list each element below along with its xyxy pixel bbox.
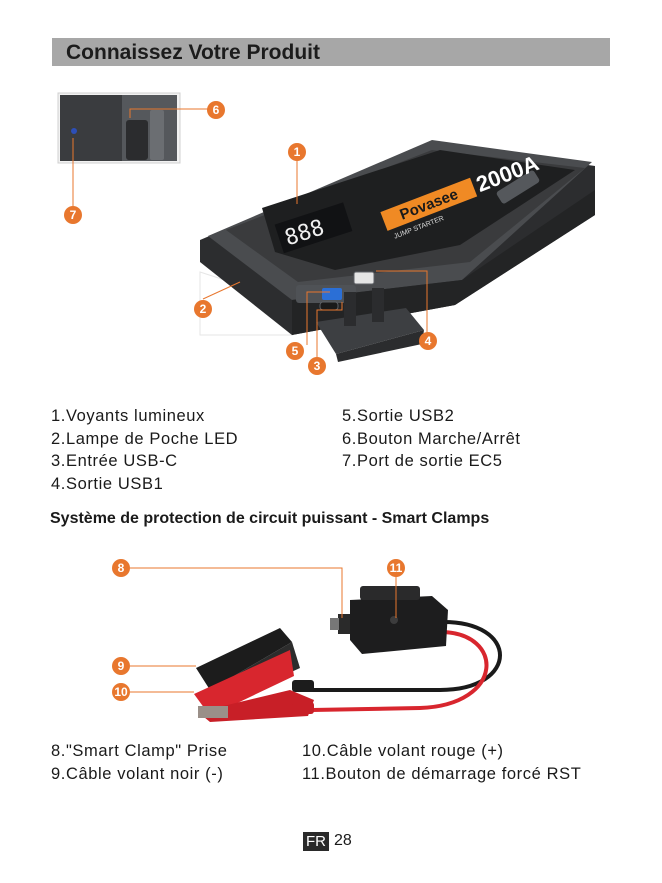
feature-list-right: 5.Sortie USB2 6.Bouton Marche/Arrêt 7.Po… [342, 405, 521, 473]
led-display-icon: 888 [274, 202, 353, 254]
callout-11: 11 [387, 559, 405, 577]
feature-list-left: 1.Voyants lumineux 2.Lampe de Poche LED … [51, 405, 238, 495]
clamps-list-right: 10.Câble volant rouge (+) 11.Bouton de d… [302, 740, 581, 785]
clamps-heading: Système de protection de circuit puissan… [50, 510, 490, 527]
clamp-item: 10.Câble volant rouge (+) [302, 742, 504, 760]
callout-1: 1 [288, 143, 306, 161]
feature-item: 5.Sortie USB2 [342, 407, 455, 425]
callout-4: 4 [419, 332, 437, 350]
usb-c-port-icon [319, 301, 339, 311]
clamp-item: 8."Smart Clamp" Prise [51, 742, 228, 760]
clamp-item: 11.Bouton de démarrage forcé RST [302, 764, 582, 783]
callout-8: 8 [112, 559, 130, 577]
smart-clamp-module [330, 586, 448, 654]
page-number: 28 [334, 832, 352, 849]
smart-clamps-illustration [130, 567, 502, 722]
callout-2: 2 [194, 300, 212, 318]
inset-port-closeup [57, 92, 181, 164]
callout-10: 10 [112, 683, 130, 701]
section-title: Connaissez Votre Produit [66, 41, 320, 64]
callout-7: 7 [64, 206, 82, 224]
callout-3: 3 [308, 357, 326, 375]
clamp-item: 9.Câble volant noir (-) [51, 764, 224, 783]
feature-item: 3.Entrée USB-C [51, 452, 178, 470]
usb-port-icon [322, 288, 342, 300]
feature-item: 4.Sortie USB1 [51, 474, 164, 493]
port-cover-flap [316, 288, 424, 362]
callout-6: 6 [207, 101, 225, 119]
feature-item: 6.Bouton Marche/Arrêt [342, 429, 521, 448]
callout-9: 9 [112, 657, 130, 675]
section-title-bar: Connaissez Votre Produit [52, 38, 610, 66]
leader-lines [130, 567, 397, 693]
language-badge: FR [303, 831, 329, 851]
clamps-list-left: 8."Smart Clamp" Prise 9.Câble volant noi… [51, 740, 228, 785]
leader-lines [72, 108, 428, 357]
page-footer: FR 28 [303, 831, 352, 851]
jump-starter-illustration: Povasee 2000A JUMP STARTER 888 [57, 92, 595, 362]
feature-item: 1.Voyants lumineux [51, 407, 205, 425]
feature-item: 7.Port de sortie EC5 [342, 452, 503, 470]
red-clamp [194, 650, 314, 722]
callout-5: 5 [286, 342, 304, 360]
usb1-port-icon [353, 271, 375, 285]
feature-item: 2.Lampe de Poche LED [51, 429, 239, 448]
